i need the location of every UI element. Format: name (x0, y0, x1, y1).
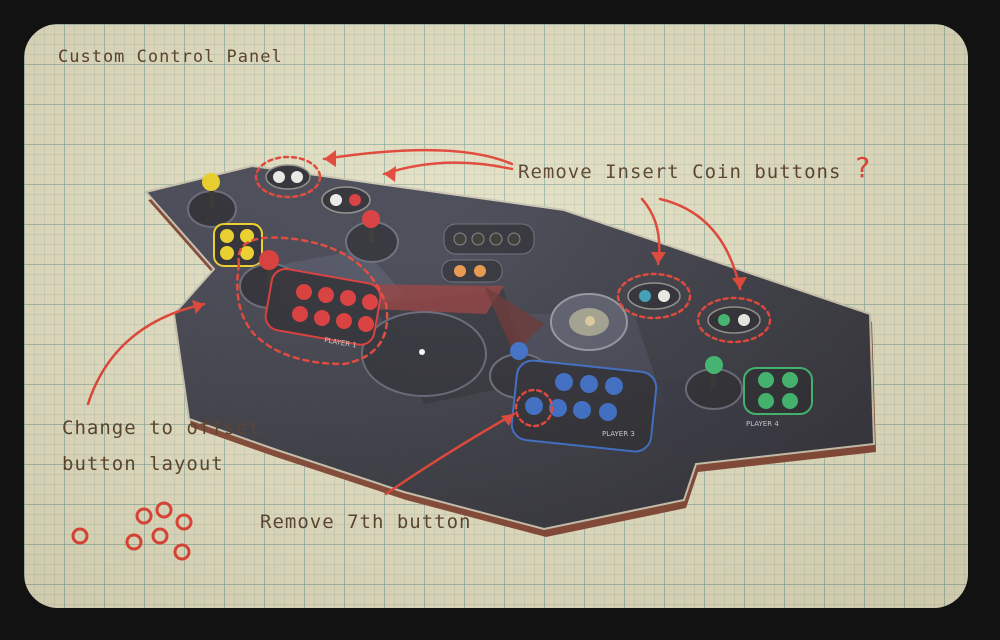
graph-paper-card: PLAYER 1 PLAYER 3 PLAYER 4 (24, 24, 968, 608)
annotation-remove-7th: Remove 7th button (260, 511, 472, 533)
annotation-change-offset-line1: Change to offset (62, 417, 262, 439)
player3-label: PLAYER 3 (602, 430, 635, 438)
player4-label: PLAYER 4 (746, 420, 779, 428)
page-title: Custom Control Panel (58, 47, 283, 67)
annotation-remove-insert-coin: Remove Insert Coin buttons (518, 161, 842, 183)
annotation-question-mark: ? (854, 151, 872, 184)
control-panel-illustration: PLAYER 1 PLAYER 3 PLAYER 4 (71, 148, 876, 561)
annotation-change-offset-line2: button layout (62, 453, 224, 475)
